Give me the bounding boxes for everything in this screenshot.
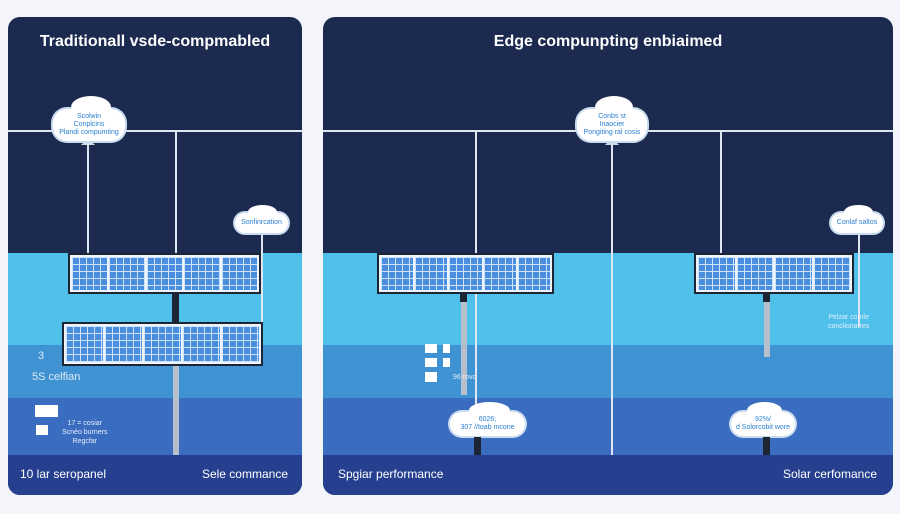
solar-panel [62, 322, 263, 366]
cloud-node: Conlaf saltos [831, 205, 883, 233]
footer-label: Spgiar performance [338, 467, 444, 481]
footer-label: 10 lar seropanel [20, 467, 107, 481]
solar-panel [694, 253, 854, 294]
panel-title: Edge compunpting enbiaimed [493, 33, 723, 50]
grid-icon [425, 372, 437, 382]
cloud-node: 6026; 307 //toab mcone [450, 402, 525, 436]
solar-panel [68, 253, 261, 294]
grid-icon [425, 358, 437, 367]
traditional-panel: Traditionall vsde-compmabled Scolwin Con… [8, 17, 302, 495]
cloud-node: 92%/ d Solorcobit wore [731, 402, 795, 436]
solar-panel [377, 253, 554, 294]
footer-label: Solar cerfomance [782, 467, 877, 481]
cloud-node: Scolwin Conplcins Plandi compumting [53, 96, 125, 141]
grid-icon [443, 358, 450, 367]
edge-panel: Edge compunpting enbiaimed Conbs st Inao… [323, 17, 893, 495]
cloud-node: Conbs st Inaocier Pongiting ral cosis [577, 96, 647, 141]
footer-label: Sele commance [201, 467, 288, 481]
cloud-node: Sonfinrcation [235, 205, 288, 233]
grid-icon [36, 425, 48, 435]
device-icon [35, 405, 58, 417]
grid-icon [425, 344, 437, 353]
grid-icon [443, 344, 450, 353]
panel-title: Traditionall vsde-compmabled [39, 33, 271, 50]
